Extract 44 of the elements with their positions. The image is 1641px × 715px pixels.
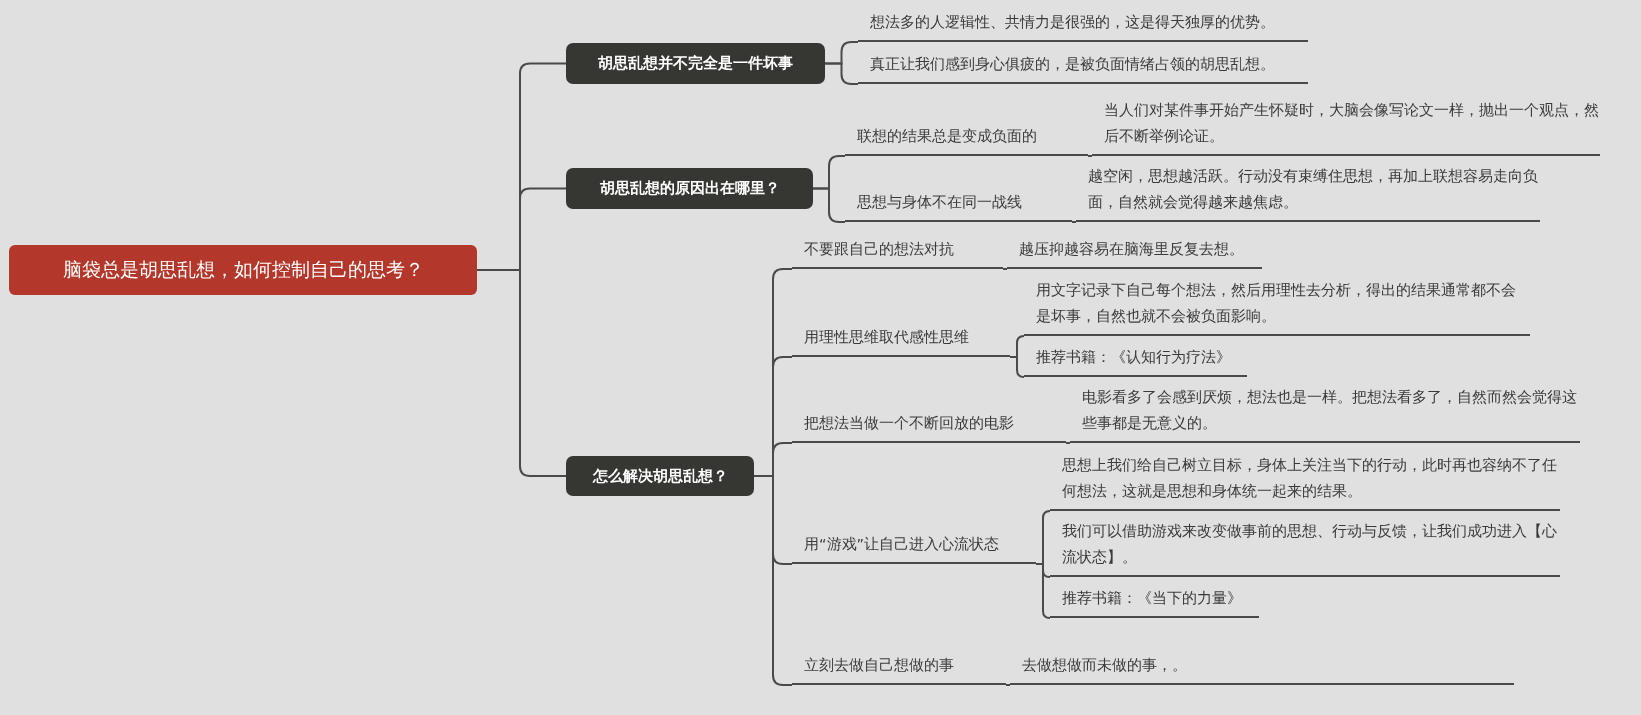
subtopic-underline: [792, 238, 1003, 269]
topic-text: 想法多的人逻辑性、共情力是很强的，这是得天独厚的优势。: [870, 13, 1275, 32]
central-topic-box: [9, 245, 477, 295]
topic-text: 当人们对某件事开始产生怀疑时，大脑会像写论文一样，抛出一个观点，然后不断举例论证。: [1104, 101, 1600, 146]
topic-text: 怎么解决胡思乱想？: [592, 466, 728, 486]
branch-line: [1065, 442, 1071, 444]
subtopic-underline: [1024, 346, 1247, 377]
topic-text: 用文字记录下自己每个想法，然后用理性去分析，得出的结果通常都不会是坏事，自然也就不会被负面影响。: [1036, 281, 1517, 326]
topic-text: 联想的结果总是变成负面的: [857, 127, 1037, 146]
subtopic-underline: [792, 326, 1010, 357]
topic-text: 用理性思维取代感性思维: [804, 328, 969, 347]
topic-text: 脑袋总是胡思乱想，如何控制自己的思考？: [62, 257, 424, 282]
branch-line: [1002, 268, 1008, 270]
topic-text: 真正让我们感到身心俱疲的，是被负面情绪占领的胡思乱想。: [870, 55, 1275, 74]
topic-text: 思想上我们给自己树立目标，身体上关注当下的行动，此时再也容纳不了任何想法，这就是思想和身体统一起来的结果。: [1062, 456, 1558, 501]
topic-text: 胡思乱想的原因出在哪里？: [599, 179, 780, 198]
subtopic-underline: [792, 533, 1036, 564]
main-topic-box: [566, 43, 825, 84]
topic-text: 电影看多了会感到厌烦，想法也是一样。把想法看多了，自然而然会觉得这些事都是无意义的。: [1082, 388, 1578, 433]
topic-text: 用“游戏”让自己进入心流状态: [804, 535, 1000, 554]
branch-line: [1009, 356, 1025, 378]
subtopic-underline: [1010, 654, 1514, 685]
topic-text: 去做想做而未做的事，。: [1022, 656, 1187, 675]
topic-text: 推荐书籍：《当下的力量》: [1062, 589, 1242, 608]
topic-text: 胡思乱想并不完全是一件坏事: [598, 54, 793, 73]
subtopic-underline: [1050, 455, 1560, 511]
topic-text: 推荐书籍：《认知行为疗法》: [1036, 348, 1231, 367]
main-topic-box: [566, 168, 813, 209]
subtopic-underline: [792, 654, 1006, 685]
topic-text: 思想与身体不在同一战线: [857, 193, 1022, 212]
branch-line: [476, 269, 567, 477]
topic-text: 越压抑越容易在脑海里反复去想。: [1019, 240, 1244, 259]
topic-text: 不要跟自己的想法对抗: [804, 240, 954, 259]
topic-text: 我们可以借助游戏来改变做事前的思想、行动与反馈，让我们成功进入【心流状态】。: [1062, 522, 1558, 567]
branch-line: [824, 62, 859, 85]
subtopic-underline: [1007, 238, 1262, 269]
branch-line: [1005, 684, 1011, 686]
branch-line: [1087, 155, 1093, 157]
topic-text: 把想法当做一个不断回放的电影: [804, 414, 1014, 433]
topic-text: 越空闲，思想越活跃。行动没有束缚住思想，再加上联想容易走向负面，自然就会觉得越来越焦虑。: [1088, 167, 1539, 212]
branch-line: [1071, 221, 1077, 223]
branch-line: [1035, 563, 1051, 619]
topic-text: 立刻去做自己想做的事: [804, 656, 954, 675]
main-topic-box: [566, 456, 754, 496]
